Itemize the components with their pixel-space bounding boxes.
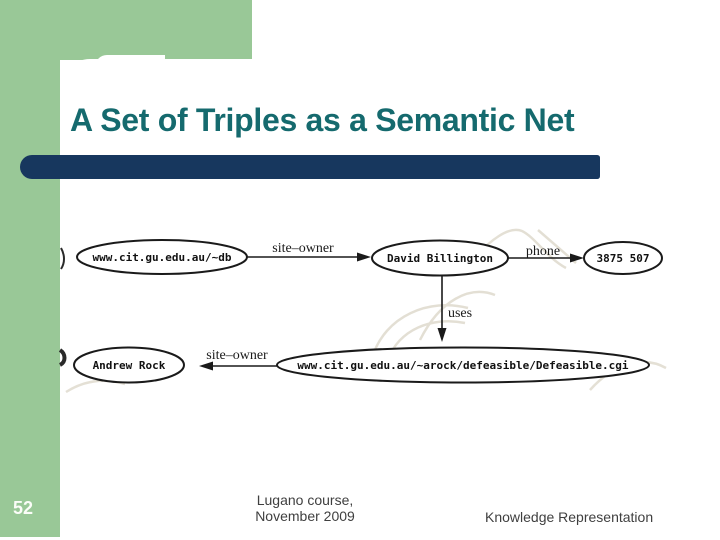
footer-course-info: Lugano course, November 2009: [225, 492, 385, 524]
slide-number: 52: [13, 498, 34, 518]
footer-course-line2: November 2009: [255, 508, 355, 524]
slide-title: A Set of Triples as a Semantic Net: [70, 102, 575, 138]
white-content-panel: [60, 59, 720, 540]
green-left-column: [0, 0, 60, 537]
title-underline-bar: [20, 155, 600, 179]
footer-course-title: Knowledge Representation: [485, 509, 654, 525]
footer-course-line1: Lugano course,: [256, 492, 354, 508]
